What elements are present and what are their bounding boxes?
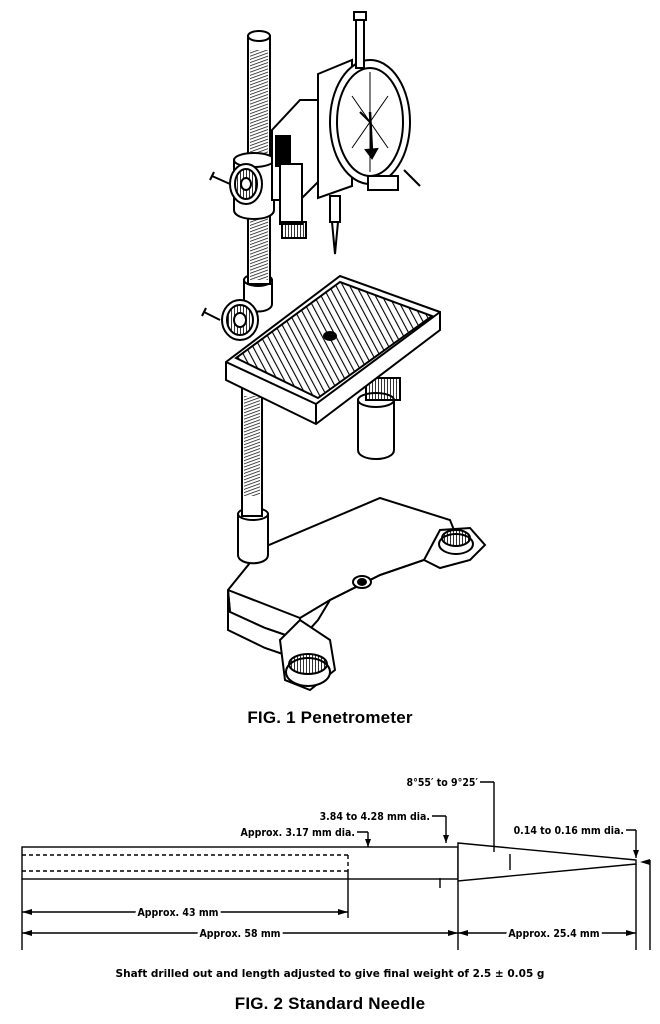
shaft-length-label: Approx. 58 mm <box>199 928 280 940</box>
base-plate <box>226 496 487 692</box>
dial-head <box>271 11 421 255</box>
needle-shaft <box>21 846 459 880</box>
taper-dia-label: 3.84 to 4.28 mm dia. <box>320 811 430 823</box>
needle-weight-note: Shaft drilled out and length adjusted to… <box>115 968 545 980</box>
needle-drawing: 8°55′ to 9°25′ 3.84 to 4.28 mm dia. Appr… <box>21 777 651 950</box>
taper-dia-leader <box>432 815 447 843</box>
lower-column <box>241 385 263 517</box>
needle-taper <box>457 842 637 882</box>
figure2-caption: FIG. 2 Standard Needle <box>234 994 426 1013</box>
cone-angle-label: 8°55′ to 9°25′ <box>407 777 479 789</box>
drill-depth-label: Approx. 43 mm <box>137 907 218 919</box>
upper-clamp <box>209 152 275 220</box>
mid-clamp <box>201 273 273 341</box>
penetrometer-drawing <box>201 11 487 692</box>
sample-table <box>225 274 441 426</box>
tip-dia-label: 0.14 to 0.16 mm dia. <box>514 825 624 837</box>
angle-leader <box>480 781 495 852</box>
table-support <box>357 377 401 460</box>
shaft-dia-label: Approx. 3.17 mm dia. <box>241 827 355 839</box>
figure1-caption: FIG. 1 Penetrometer <box>247 708 413 727</box>
taper-length-label: Approx. 25.4 mm <box>508 928 599 940</box>
